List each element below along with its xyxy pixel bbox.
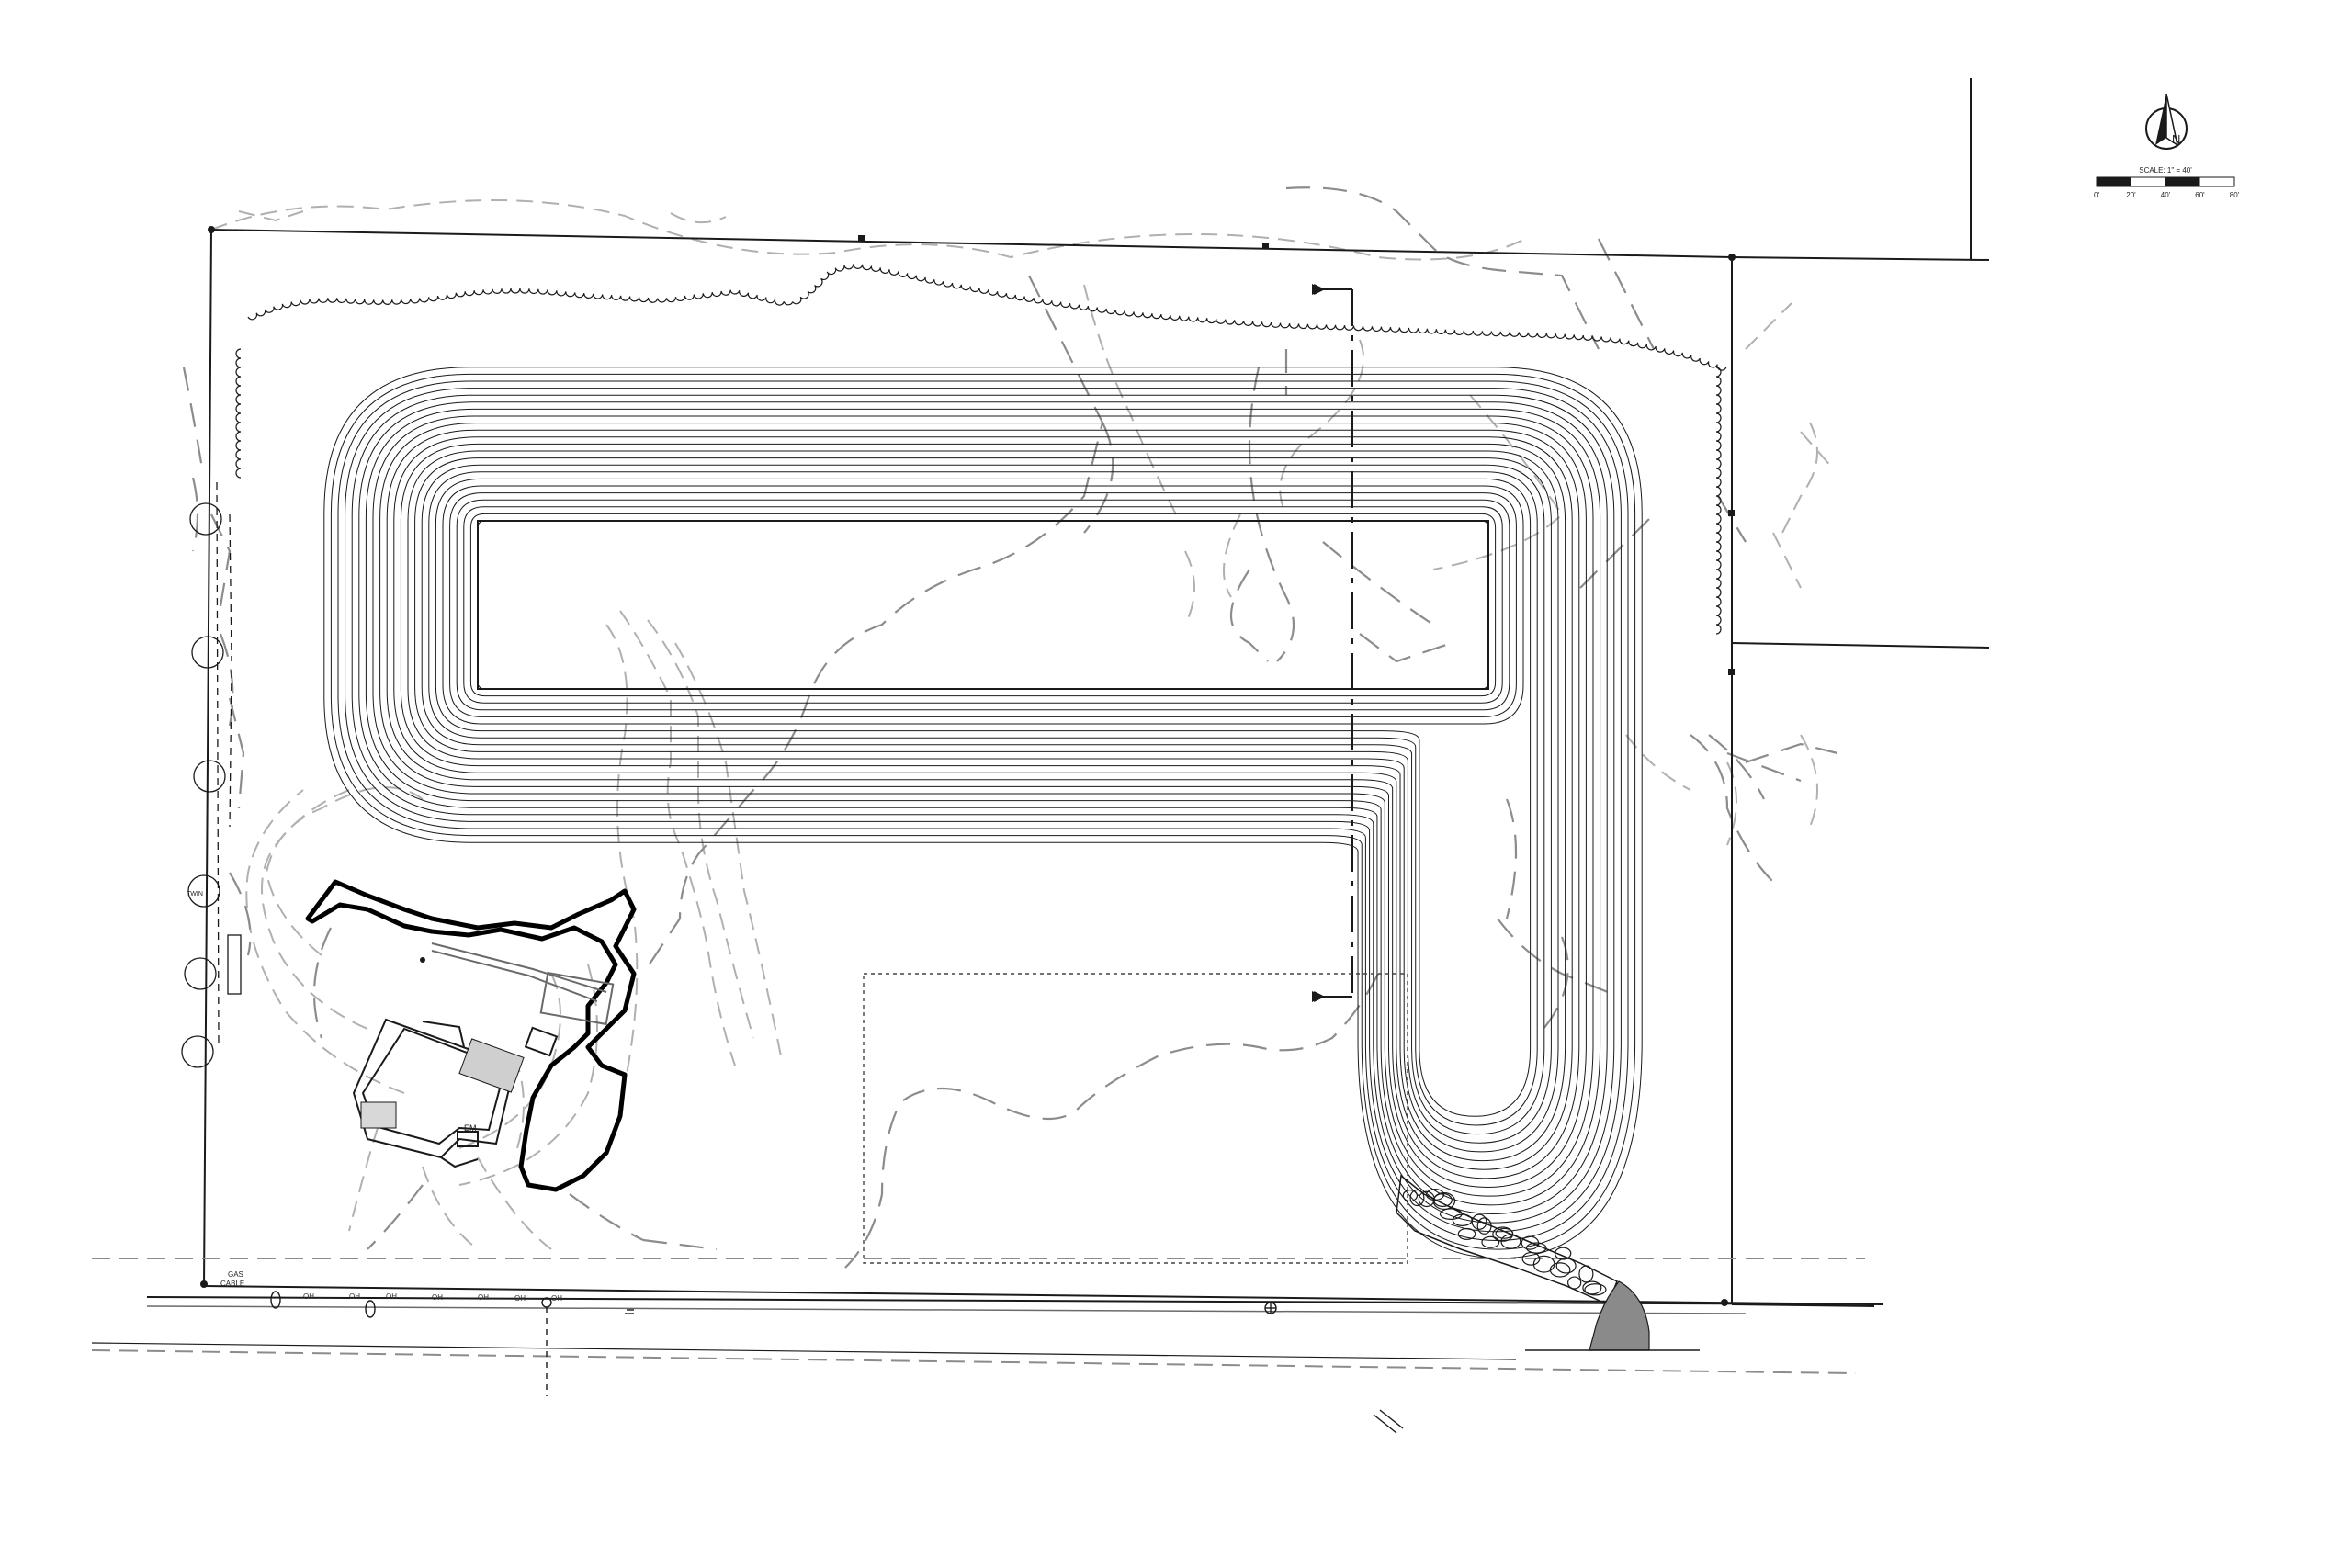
riprap-stone	[1578, 1265, 1594, 1283]
grading-contour	[330, 373, 1636, 1250]
septic-tank	[420, 957, 425, 963]
grading-contour	[345, 388, 1622, 1233]
riprap-stone	[1532, 1255, 1555, 1273]
riprap-stone	[1409, 1189, 1425, 1207]
em-label: EM	[464, 1123, 477, 1133]
riprap-stone	[1425, 1188, 1445, 1201]
grading-contour	[400, 443, 1566, 1162]
riprap-stone	[1481, 1235, 1500, 1248]
scale-bar: SCALE: 1" = 40' 0' 20' 40' 60' 80'	[2094, 166, 2240, 199]
riprap-stone	[1584, 1283, 1607, 1296]
riprap-stone	[1457, 1227, 1476, 1240]
riprap-stone	[1495, 1227, 1514, 1239]
grading-contour	[393, 436, 1573, 1170]
grading-contour	[386, 429, 1580, 1179]
utility-marks	[270, 1291, 1404, 1434]
existing-contours	[210, 199, 1834, 1250]
driveway	[431, 942, 615, 1026]
grading-contour	[442, 485, 1524, 725]
tree-row-west	[181, 481, 242, 1068]
svg-text:OH: OH	[432, 1293, 443, 1302]
grading-contour	[456, 499, 1510, 711]
riprap-stone	[1549, 1262, 1571, 1278]
scale-tick-4: 80'	[2230, 191, 2240, 199]
tree-line-scallops	[1715, 367, 1722, 635]
svg-text:OH: OH	[349, 1292, 360, 1301]
scale-tick-2: 40'	[2161, 191, 2171, 199]
grading-contour	[469, 513, 1497, 697]
riprap-stone	[1476, 1217, 1492, 1235]
svg-text:OH: OH	[551, 1294, 562, 1303]
svg-text:OH: OH	[514, 1294, 526, 1303]
svg-text:OH: OH	[303, 1292, 314, 1301]
grading-contour	[351, 394, 1615, 1224]
north-arrow-letter: N	[2172, 132, 2180, 146]
property-lines	[203, 78, 1990, 1307]
limit-of-disturbance	[305, 879, 637, 1192]
riprap-stone	[1432, 1192, 1456, 1211]
scale-tick-0: 0'	[2094, 191, 2099, 199]
grade-lines	[182, 186, 1838, 1269]
grading-contour	[337, 380, 1629, 1241]
riprap-stone	[1525, 1242, 1547, 1254]
grading-contour	[379, 423, 1587, 1189]
gas-label: GAS	[228, 1270, 243, 1279]
field-area	[863, 973, 1408, 1264]
proposed-grading-contours	[323, 367, 1643, 1259]
svg-text:OH: OH	[386, 1292, 397, 1301]
grading-contour	[435, 478, 1532, 1117]
grading-contour	[372, 415, 1594, 1197]
cable-label: CABLE	[220, 1280, 244, 1288]
riprap-stone	[1402, 1190, 1419, 1202]
riprap-stone	[1471, 1213, 1487, 1230]
svg-text:OH: OH	[478, 1293, 489, 1302]
property-monuments	[200, 226, 1736, 1306]
scale-tick-1: 20'	[2126, 191, 2136, 199]
grading-contour	[428, 471, 1538, 1126]
utility-line: OH OH OH OH OH OH OH	[303, 1292, 562, 1303]
scale-title: SCALE: 1" = 40'	[2139, 166, 2192, 175]
tree-line-scallops	[235, 348, 242, 479]
grading-contour	[477, 520, 1489, 690]
riprap-stone	[1567, 1276, 1582, 1290]
riprap-stone	[1439, 1208, 1463, 1220]
tree-line-scallops	[247, 264, 1727, 371]
building-pad	[477, 520, 1489, 690]
riprap-stone	[1452, 1213, 1473, 1226]
grading-contour	[365, 408, 1601, 1206]
grading-contour	[323, 367, 1643, 1259]
grading-contour	[414, 457, 1552, 1144]
grading-contour	[421, 464, 1545, 1135]
riprap-stone	[1555, 1258, 1577, 1274]
house-footprint	[352, 1018, 559, 1168]
grading-contour	[407, 450, 1559, 1153]
tree-tag-label: TWIN	[187, 891, 203, 897]
grading-contour	[449, 492, 1517, 717]
grading-contour	[463, 506, 1503, 704]
grading-contour	[358, 401, 1608, 1214]
riprap-stone	[1582, 1280, 1602, 1295]
north-arrow: N	[2145, 93, 2188, 150]
riprap-stone	[1500, 1234, 1521, 1249]
scale-tick-3: 60'	[2195, 191, 2205, 199]
section-line	[1312, 284, 1353, 1002]
tree-line	[247, 264, 1727, 371]
